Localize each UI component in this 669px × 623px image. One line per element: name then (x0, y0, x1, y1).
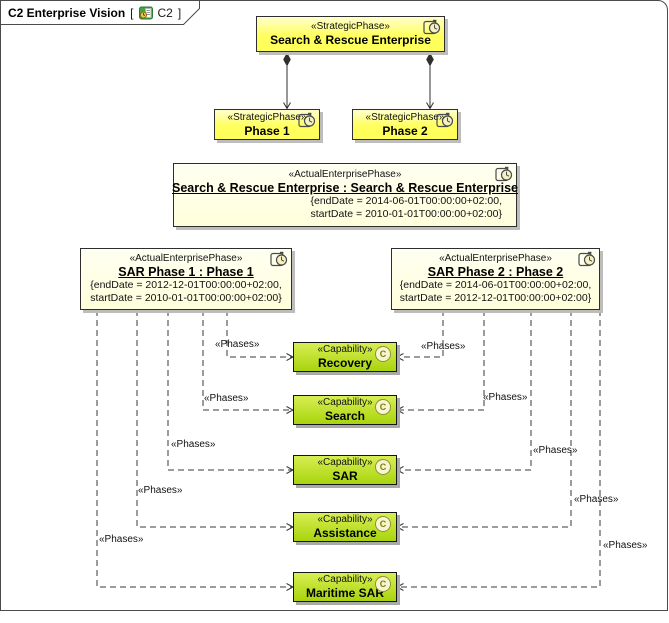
diagram-title: C2 Enterprise Vision (8, 6, 126, 20)
phases-edge-right-sar[interactable] (395, 310, 532, 474)
open-arrowhead (395, 523, 404, 531)
edge-label-phases[interactable]: «Phases» (533, 445, 578, 456)
stereotype-label: «Capability» (317, 514, 373, 525)
open-arrowhead (395, 466, 404, 474)
node-capability-maritime-sar[interactable]: «Capability» Maritime SAR C (293, 572, 397, 602)
diagram-tag: C2 (157, 6, 173, 20)
edge-label-phases[interactable]: «Phases» (99, 534, 144, 545)
phases-edge-right-maritime-sar[interactable] (395, 310, 601, 591)
node-actual-search-rescue-enterprise[interactable]: «ActualEnterprisePhase» Search & Rescue … (172, 163, 518, 227)
node-name: Search & Rescue Enterprise (270, 33, 431, 47)
node-capability-assistance[interactable]: «Capability» Assistance C (293, 512, 397, 542)
clock-icon (436, 112, 454, 128)
circled-c-icon: C (375, 399, 391, 415)
edge-label-phases[interactable]: «Phases» (138, 485, 183, 496)
circled-c-icon: C (375, 346, 391, 362)
edge-label-phases[interactable]: «Phases» (171, 439, 216, 450)
edge-label-phases[interactable]: «Phases» (603, 540, 648, 551)
edge-label-phases[interactable]: «Phases» (483, 392, 528, 403)
stereotype-label: «ActualEnterprisePhase» (288, 169, 402, 180)
constraint-end-date: {endDate = 2014-06-01T00:00:00+02:00, (399, 279, 592, 291)
edge-label-phases[interactable]: «Phases» (421, 341, 466, 352)
phases-edge-right-search[interactable] (395, 310, 485, 414)
constraint-end-date: {endDate = 2014-06-01T00:00:00+02:00, (310, 195, 503, 207)
diagram-icon (138, 6, 153, 20)
stereotype-label: «Capability» (317, 574, 373, 585)
constraint-start-date: startDate = 2010-01-01T00:00:00+02:00} (310, 208, 502, 220)
node-name: Assistance (313, 526, 377, 540)
composition-edge-phase1[interactable] (283, 52, 291, 110)
node-capability-recovery[interactable]: «Capability» Recovery C (293, 342, 397, 372)
node-name: Search (324, 409, 366, 423)
node-capability-sar[interactable]: «Capability» SAR C (293, 455, 397, 485)
composition-edge-phase2[interactable] (426, 52, 434, 110)
phases-edge-left-maritime-sar[interactable] (96, 310, 295, 591)
constraint-end-date: {endDate = 2012-12-01T00:00:00+02:00, (90, 279, 282, 291)
open-arrowhead (395, 406, 404, 414)
open-arrowhead (395, 583, 404, 591)
node-phase-2[interactable]: «StrategicPhase» Phase 2 (352, 109, 458, 140)
clock-icon (423, 19, 441, 35)
stereotype-label: «StrategicPhase» (365, 111, 445, 123)
circled-c-icon: C (375, 576, 391, 592)
stereotype-label: «StrategicPhase» (311, 21, 390, 32)
edge-label-phases[interactable]: «Phases» (204, 393, 249, 404)
stereotype-label: «ActualEnterprisePhase» (439, 253, 552, 264)
clock-icon (270, 251, 288, 267)
node-name: SAR Phase 1 : Phase 1 (118, 265, 254, 279)
phases-edge-right-recovery[interactable] (395, 310, 444, 361)
node-name: Phase 1 (244, 123, 290, 138)
node-name: Search & Rescue Enterprise : Search & Re… (172, 181, 518, 195)
node-name: SAR Phase 2 : Phase 2 (427, 265, 564, 279)
clock-icon (495, 166, 513, 182)
node-capability-search[interactable]: «Capability» Search C (293, 395, 397, 425)
stereotype-label: «StrategicPhase» (227, 111, 307, 123)
node-name: Recovery (317, 356, 373, 370)
phases-edge-left-recovery[interactable] (226, 310, 295, 361)
composition-diamond (426, 52, 434, 67)
constraint-start-date: startDate = 2010-01-01T00:00:00+02:00} (90, 292, 282, 304)
node-name: SAR (332, 469, 358, 483)
stereotype-label: «Capability» (317, 397, 373, 408)
edge-label-phases[interactable]: «Phases» (574, 494, 619, 505)
tab-bracket-close: ] (177, 6, 182, 20)
circled-c-icon: C (375, 459, 391, 475)
node-name: Phase 2 (382, 123, 428, 138)
open-arrowhead (426, 102, 434, 110)
edge-label-phases[interactable]: «Phases» (215, 339, 260, 350)
stereotype-label: «Capability» (317, 457, 373, 468)
stereotype-label: «ActualEnterprisePhase» (129, 253, 243, 264)
node-phase-1[interactable]: «StrategicPhase» Phase 1 (214, 109, 320, 140)
open-arrowhead (395, 353, 404, 361)
diagram-tab[interactable]: C2 Enterprise Vision [ C2 ] (2, 2, 181, 24)
tab-bracket-open: [ (130, 6, 134, 20)
clock-icon (578, 251, 596, 267)
circled-c-icon: C (375, 516, 391, 532)
composition-diamond (283, 52, 291, 67)
clock-icon (298, 112, 316, 128)
node-sar-phase-2[interactable]: «ActualEnterprisePhase» SAR Phase 2 : Ph… (391, 248, 600, 310)
constraint-start-date: startDate = 2012-12-01T00:00:00+02:00} (399, 292, 592, 304)
phases-edge-right-assistance[interactable] (395, 310, 572, 531)
stereotype-label: «Capability» (317, 344, 373, 355)
open-arrowhead (283, 102, 291, 110)
node-search-rescue-enterprise[interactable]: «StrategicPhase» Search & Rescue Enterpr… (256, 16, 445, 52)
node-name: Maritime SAR (305, 586, 385, 600)
node-sar-phase-1[interactable]: «ActualEnterprisePhase» SAR Phase 1 : Ph… (80, 248, 292, 310)
